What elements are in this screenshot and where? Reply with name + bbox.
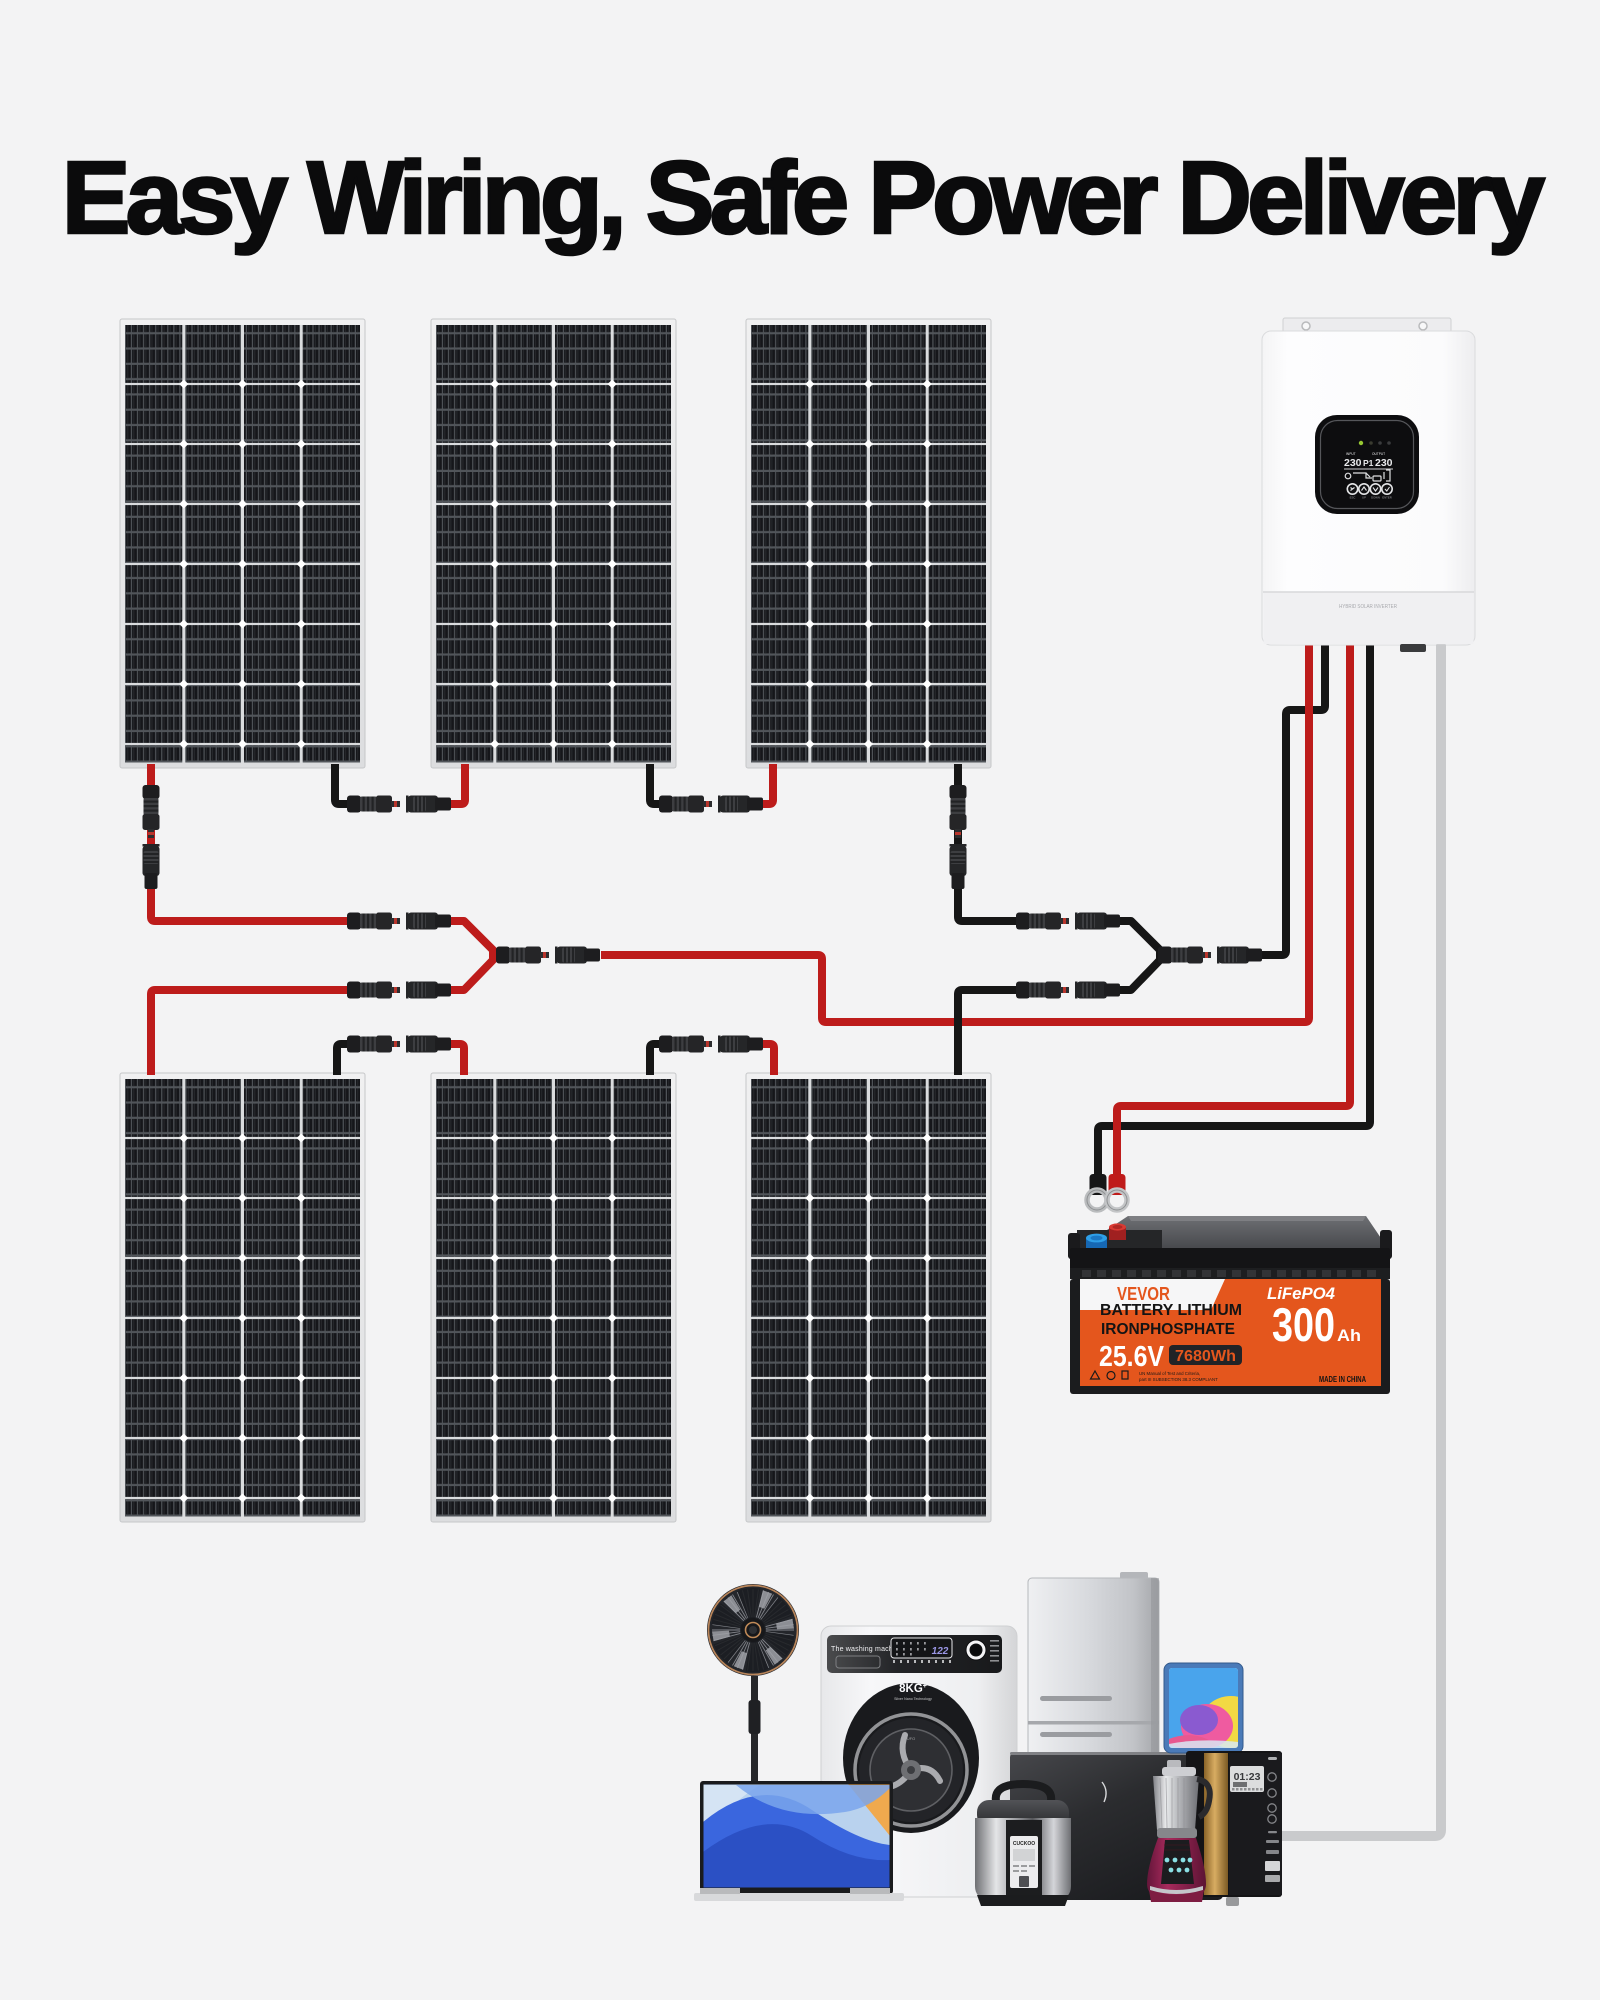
- svg-text:ESC: ESC: [1350, 496, 1356, 500]
- svg-text:Easy Wiring, Safe Power Delive: Easy Wiring, Safe Power Delivery: [62, 140, 1545, 255]
- svg-text:BATTERY LITHIUM: BATTERY LITHIUM: [1100, 1302, 1242, 1319]
- svg-text:IRONPHOSPHATE: IRONPHOSPHATE: [1101, 1321, 1235, 1338]
- svg-text:25.6V: 25.6V: [1099, 1341, 1165, 1373]
- svg-text:DOWN: DOWN: [1371, 496, 1380, 500]
- svg-text:300: 300: [1272, 1298, 1335, 1351]
- svg-text:INPUT: INPUT: [1346, 452, 1356, 456]
- svg-text:LiFePO4: LiFePO4: [1267, 1284, 1336, 1303]
- svg-text:230: 230: [1344, 457, 1362, 469]
- svg-text:UP: UP: [1362, 496, 1366, 500]
- svg-text:CUCKOO: CUCKOO: [1013, 1841, 1035, 1847]
- svg-text:OUTPUT: OUTPUT: [1372, 452, 1385, 456]
- svg-text:HYBRID SOLAR INVERTER: HYBRID SOLAR INVERTER: [1339, 604, 1397, 610]
- svg-text:part III SUBSECTION 38.3 COMPL: part III SUBSECTION 38.3 COMPLIANT: [1139, 1377, 1218, 1382]
- svg-text:MADE IN CHINA: MADE IN CHINA: [1319, 1374, 1366, 1384]
- svg-text:VEVOR: VEVOR: [1117, 1284, 1170, 1304]
- svg-text:P1: P1: [1363, 458, 1374, 468]
- svg-text:230: 230: [1375, 457, 1393, 469]
- svg-text:The washing machine: The washing machine: [831, 1646, 903, 1653]
- svg-text:8KG+: 8KG+: [899, 1683, 927, 1695]
- svg-text:Silver Nano Technology: Silver Nano Technology: [894, 1697, 932, 1701]
- svg-text:01:23: 01:23: [1234, 1771, 1261, 1783]
- svg-text:ENTER: ENTER: [1382, 496, 1391, 500]
- svg-text:122: 122: [932, 1646, 949, 1657]
- svg-text:Ah: Ah: [1337, 1326, 1361, 1345]
- svg-text:7680Wh: 7680Wh: [1175, 1348, 1236, 1365]
- svg-text:UN Manual of Test and Criteria: UN Manual of Test and Criteria,: [1139, 1371, 1200, 1376]
- svg-text:UFO: UFO: [907, 1736, 915, 1741]
